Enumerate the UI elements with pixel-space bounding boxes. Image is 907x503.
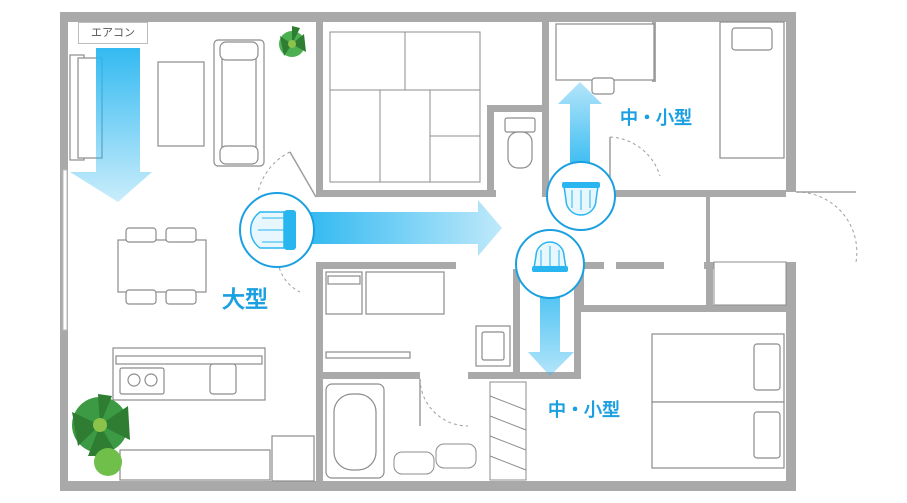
tatami-mats — [329, 31, 481, 183]
large-fan-label: 大型 — [222, 287, 268, 313]
kitchen-counter — [112, 347, 266, 401]
medium-small-fan-label-bottom: 中・小型 — [548, 400, 620, 421]
shoe-area — [393, 381, 527, 481]
bed-top-bedroom — [719, 21, 785, 159]
large-fan-icon — [239, 192, 315, 268]
small-fan-airflow-arrow-up — [558, 82, 602, 172]
kitchen-back-counter — [119, 435, 315, 482]
toilet — [504, 117, 536, 169]
aircon-label: エアコン — [78, 22, 148, 44]
washbasin — [475, 325, 511, 367]
door-swings — [257, 136, 858, 427]
closet-right — [713, 261, 787, 306]
desk-top-bedroom — [555, 23, 655, 95]
medium-small-fan-label-top: 中・小型 — [620, 108, 692, 129]
plant-icon-bottom — [72, 394, 130, 476]
small-fan-icon-bottom — [515, 229, 585, 299]
aircon-airflow-arrow — [70, 48, 152, 202]
bed-lower-2 — [651, 401, 785, 469]
large-fan-airflow-arrow — [310, 200, 502, 256]
bed-lower-1 — [651, 333, 785, 403]
washing-machine — [325, 271, 363, 315]
small-fan-airflow-arrow-down — [528, 270, 574, 376]
small-fan-icon-top — [546, 161, 616, 231]
dining-set — [117, 227, 207, 305]
plant-icon-top — [279, 26, 306, 57]
bathtub — [325, 383, 385, 479]
coffee-table — [157, 61, 205, 147]
sofa — [213, 39, 265, 167]
left-window — [62, 169, 68, 331]
shelf-lower — [325, 271, 445, 359]
